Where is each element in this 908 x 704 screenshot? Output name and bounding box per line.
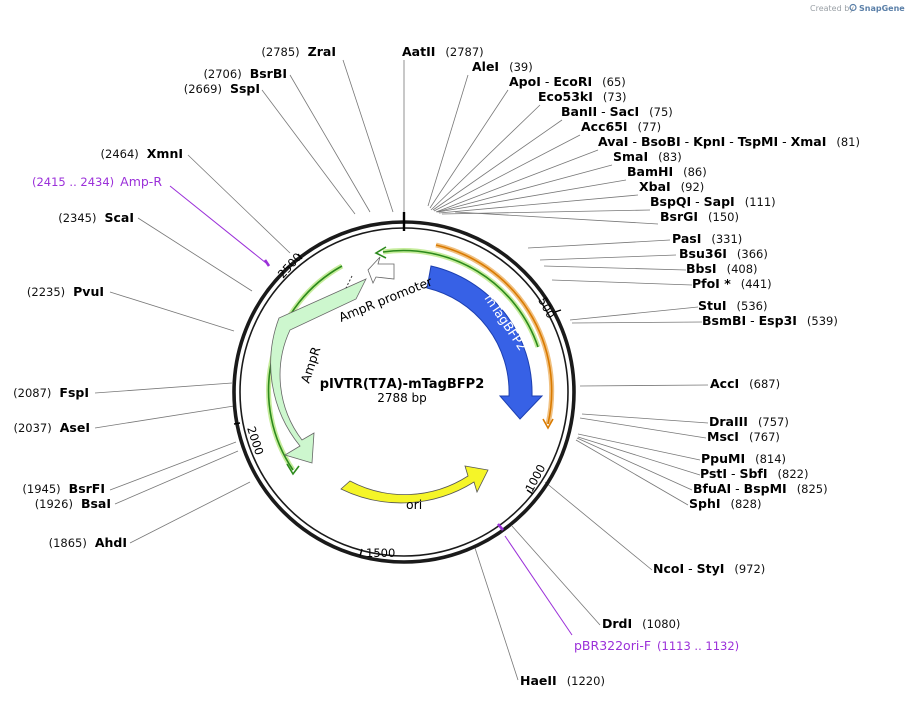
enzyme-site-label[interactable]: (1945)BsrFI — [22, 481, 105, 496]
primer-name-pbr322ori-f: pBR322ori-F — [574, 638, 651, 653]
plasmid-name: pIVTR(T7A)-mTagBFP2 — [320, 377, 485, 392]
enzyme-site-label[interactable]: PasI(331) — [672, 231, 742, 246]
primer-mark-amp-r — [263, 259, 271, 267]
enzyme-site-label[interactable]: PpuMI(814) — [701, 451, 786, 466]
enzyme-site-label[interactable]: BfuAI - BspMI(825) — [693, 481, 828, 496]
snapgene-logo-icon — [849, 3, 857, 12]
enzyme-site-label[interactable]: BsrGI(150) — [660, 209, 739, 224]
credit-prefix: Created by — [810, 4, 854, 13]
enzyme-site-label[interactable]: (2235)PvuI — [27, 284, 104, 299]
mtagbfp2-feature-arrow[interactable] — [426, 265, 544, 420]
enzyme-site-label[interactable]: BamHI(86) — [627, 164, 707, 179]
orf-arc-arrowhead — [542, 418, 554, 430]
enzyme-site-label[interactable]: SphI(828) — [689, 496, 761, 511]
ampr-orf-arc-top — [382, 249, 539, 348]
enzyme-site-label[interactable]: (1926)BsaI — [35, 496, 111, 511]
enzyme-site-label[interactable]: (2706)BsrBI — [203, 66, 287, 81]
ampr-orf-arrowhead-top — [374, 246, 387, 259]
ori-feature-arrow[interactable] — [340, 465, 489, 504]
ampr-feature-arrow[interactable] — [270, 278, 367, 464]
enzyme-site-label[interactable]: Acc65I(77) — [581, 119, 661, 134]
enzyme-site-label[interactable]: PfoI *(441) — [692, 276, 772, 291]
enzyme-site-label[interactable]: AccI(687) — [710, 376, 780, 391]
enzyme-site-label[interactable]: AvaI - BsoBI - KpnI - TspMI - XmaI(81) — [598, 134, 860, 149]
primer-name-amp-r: Amp-R — [120, 174, 162, 189]
orf-arc — [435, 244, 553, 425]
enzyme-site-label[interactable]: (1865)AhdI — [49, 535, 127, 550]
enzyme-site-label[interactable]: MscI(767) — [707, 429, 780, 444]
enzyme-labels: (2785)ZraI AatII(2787)AleI(39)ApoI - EcoR… — [13, 44, 860, 688]
enzyme-site-label[interactable]: SmaI(83) — [613, 149, 682, 164]
enzyme-site-label[interactable]: DrdI(1080) — [602, 616, 680, 631]
primer-mark-pbr322ori-f — [497, 523, 504, 531]
enzyme-site-label[interactable]: (2087)FspI — [13, 385, 89, 400]
enzyme-site-label[interactable]: StuI(536) — [698, 298, 767, 313]
enzyme-site-label[interactable]: (2464)XmnI — [101, 146, 183, 161]
enzyme-site-label[interactable]: Eco53kI(73) — [538, 89, 627, 104]
enzyme-site-label[interactable]: (2669)SspI — [184, 81, 260, 96]
ampr-orf-arrowhead-left — [286, 463, 300, 476]
primer-label-amp-r[interactable]: (2415 .. 2434) Amp-R — [32, 174, 162, 189]
primer-label-pbr322ori-f[interactable]: pBR322ori-F (1113 .. 1132) — [574, 638, 739, 653]
enzyme-site-label[interactable]: (2037)AseI — [14, 420, 91, 435]
enzyme-site-label[interactable]: AatII(2787) — [402, 44, 484, 59]
enzyme-site-label[interactable]: NcoI - StyI(972) — [653, 561, 765, 576]
primer-range-pbr322ori-f: (1113 .. 1132) — [657, 639, 739, 653]
enzyme-site-label[interactable]: DraIII(757) — [709, 414, 789, 429]
enzyme-site-label[interactable]: AleI(39) — [472, 59, 533, 74]
primer-leader-lines — [169, 185, 573, 636]
enzyme-site-label[interactable]: BsmBI - Esp3I(539) — [702, 313, 838, 328]
enzyme-site-label[interactable]: BanII - SacI(75) — [561, 104, 673, 119]
enzyme-site-label[interactable]: XbaI(92) — [639, 179, 704, 194]
tick-label-1500: 1500 — [366, 546, 395, 560]
enzyme-site-label[interactable]: BspQI - SapI(111) — [650, 194, 776, 209]
enzyme-site-label[interactable]: (2785)ZraI — [261, 44, 336, 59]
primer-range-amp-r: (2415 .. 2434) — [32, 175, 114, 189]
enzyme-site-label[interactable]: BbsI(408) — [686, 261, 758, 276]
enzyme-site-label[interactable]: (2345)ScaI — [58, 210, 134, 225]
ampr-promoter-feature-arrow[interactable] — [367, 256, 395, 284]
enzyme-site-label[interactable]: ApoI - EcoRI(65) — [509, 74, 626, 89]
enzyme-site-label[interactable]: Bsu36I(366) — [679, 246, 768, 261]
plasmid-size: 2788 bp — [377, 391, 427, 405]
leader-lines — [94, 59, 709, 681]
enzyme-site-label[interactable]: PstI - SbfI(822) — [700, 466, 808, 481]
ori-label: ori — [406, 497, 422, 512]
credit-brand[interactable]: SnapGene — [859, 4, 905, 13]
enzyme-site-label[interactable]: HaeII(1220) — [520, 673, 605, 688]
